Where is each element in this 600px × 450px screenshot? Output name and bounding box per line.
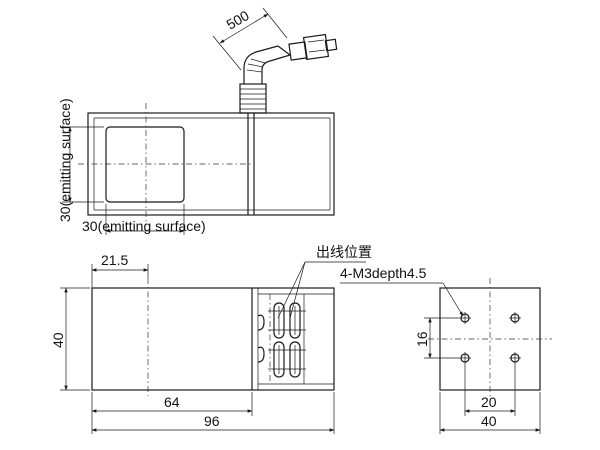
cable-outlet-slots [257, 302, 306, 378]
dim-64: 64 [91, 392, 253, 434]
cable-connector [277, 33, 338, 61]
top-view: 500 30(emitting surface) 30(emitting sur… [57, 7, 338, 235]
emitting-surface [105, 126, 185, 203]
emit-width-dimension: 30(emitting surface) [82, 204, 206, 235]
top-view-body-outline [87, 112, 335, 216]
cable-boot [239, 45, 291, 114]
dim-40-width: 40 [439, 392, 541, 434]
dim-96-label: 96 [204, 413, 220, 429]
emit-height-label: 30(emitting surface) [57, 98, 73, 222]
dim-96: 96 [91, 392, 335, 434]
dim-21-5-label: 21.5 [101, 252, 128, 268]
outlet-position-label: 出线位置 [316, 245, 372, 261]
emit-width-label: 30(emitting surface) [82, 218, 206, 234]
hole-spec-label: 4-M3depth4.5 [340, 265, 427, 281]
outlet-callout: 出线位置 [277, 245, 372, 319]
side-view: 4-M3depth4.5 16 20 40 [340, 265, 552, 434]
emit-height-dimension: 30(emitting surface) [57, 98, 104, 222]
dim-40-width-label: 40 [481, 413, 497, 429]
dim-64-label: 64 [164, 394, 180, 410]
cable-length-dimension: 500 [212, 7, 288, 71]
front-view-body-outline [91, 287, 335, 391]
dim-20-label: 20 [481, 394, 497, 410]
hole-spec-callout: 4-M3depth4.5 [340, 265, 464, 317]
dim-16: 16 [414, 317, 459, 359]
cable-length-label: 500 [224, 7, 252, 33]
dim-40-height: 40 [50, 287, 90, 391]
front-view: 出线位置 21.5 40 64 [50, 245, 372, 434]
dim-40-height-label: 40 [50, 332, 66, 348]
dim-20: 20 [464, 364, 516, 416]
dim-16-label: 16 [414, 331, 430, 347]
mounting-holes [459, 312, 521, 364]
dim-21-5: 21.5 [91, 252, 149, 288]
